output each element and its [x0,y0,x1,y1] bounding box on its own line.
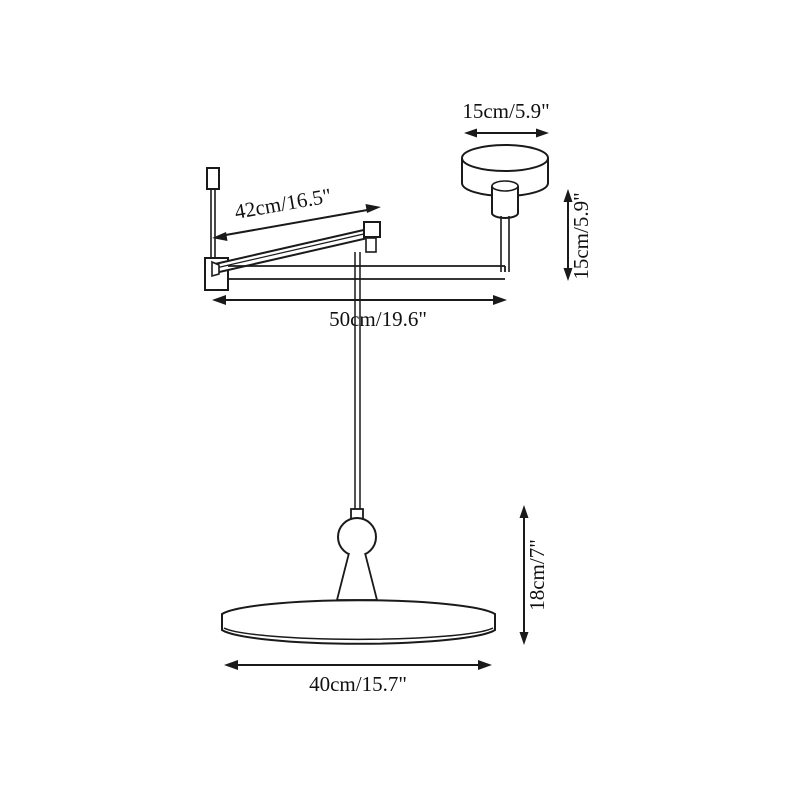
arrowhead-down [519,632,529,645]
dimension-label-shade-height: 18cm/7" [525,539,549,611]
suspension-cord [354,252,361,512]
dimension-label-shade-diameter: 40cm/15.7" [309,672,407,696]
canopy-stem [491,180,519,219]
arrowhead-up [519,505,529,518]
arrowhead-left [212,295,226,305]
arrowhead-left [464,128,477,138]
arrowhead-right [536,128,549,138]
dimension-shade-diameter: 40cm/15.7" [224,660,492,696]
arrowhead-down [563,268,573,281]
arrowhead-right [478,660,492,670]
cone-connector [335,552,379,601]
arrowhead-right [493,295,507,305]
ceiling-canopy [461,144,549,197]
disc-shade [221,599,496,645]
swing-arm-upper [211,221,381,278]
dimension-canopy-drop [563,189,573,281]
dimension-label-canopy-drop: 15cm/5.9" [569,192,593,279]
dimension-label-total-reach: 50cm/19.6" [329,307,427,331]
arrowhead-up [563,189,573,202]
arrowhead-lower-left [212,232,228,241]
dimension-label-canopy-diameter: 15cm/5.9" [462,99,549,123]
canopy-drop-tube [500,216,510,272]
sphere-joint [337,508,377,557]
dimension-canopy-diameter [464,128,549,138]
arrowhead-left [224,660,238,670]
arrowhead-upper-right [365,204,381,213]
swing-arm-lower [228,265,506,280]
dimension-shade-height [519,505,529,645]
